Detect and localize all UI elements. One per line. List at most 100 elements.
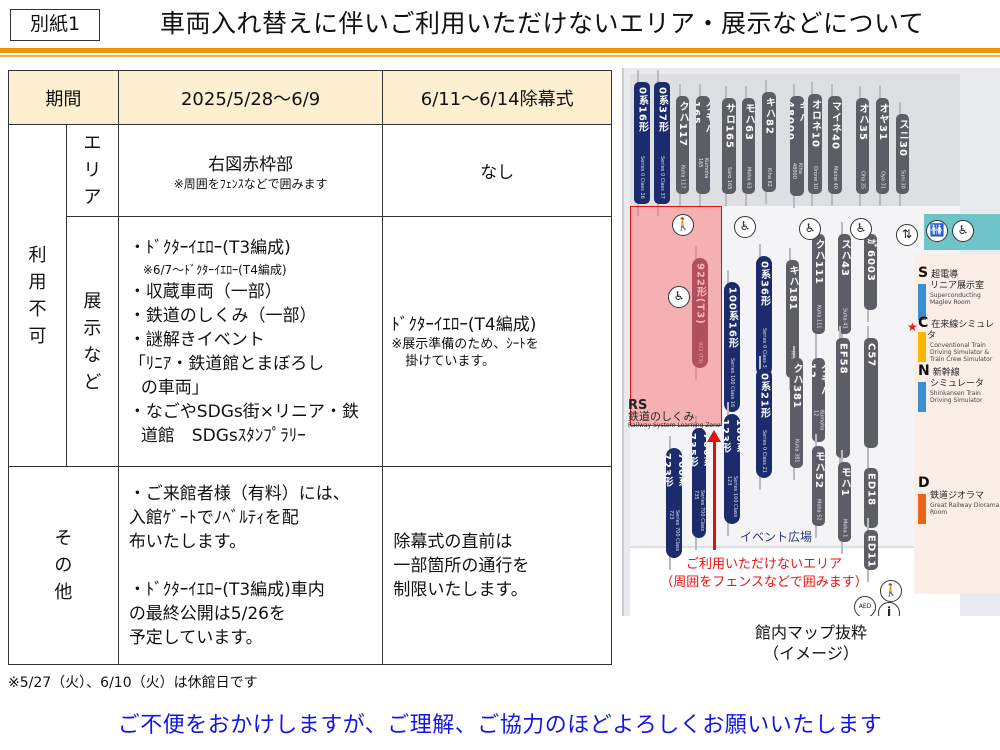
- restriction-table: 期間 2025/5/28～6/9 6/11～6/14除幕式 利 用 不 可 エ …: [8, 70, 612, 665]
- restroom-icon: 🚻: [926, 220, 948, 242]
- unavailable-group-label: 利 用 不 可: [8, 124, 67, 467]
- restricted-area-label: ご利用いただけないエリア: [685, 557, 842, 572]
- car-name: モハ63: [743, 103, 754, 141]
- accessible-restroom-icon: ♿: [952, 220, 974, 242]
- car-name: 0系21形: [758, 373, 770, 419]
- top-car: キハ48000Kiha 48000: [790, 96, 804, 196]
- arrow-icon: [707, 430, 721, 442]
- car-name: キハ181: [787, 265, 798, 311]
- rs-zone-label: RS 鉄道のしくみ Railway System Learning Zone: [628, 398, 721, 429]
- list-item: ・謎解きイベント: [128, 329, 265, 350]
- car-name-en: Series 0 Class 16: [639, 156, 645, 199]
- car-name-en: Moha 1: [841, 518, 848, 537]
- wheelchair-icon: ♿: [668, 286, 690, 308]
- car-name-en: Series 100 Class 16: [729, 357, 735, 407]
- area-main-text: 右図赤枠部: [208, 154, 294, 175]
- car-name: EF58: [837, 343, 849, 375]
- car-name: 700系723形: [666, 453, 682, 488]
- info-icon: i: [878, 602, 900, 616]
- car-name: オロネ10: [809, 99, 821, 148]
- car-name-en: Oha 35: [859, 170, 866, 189]
- exhibit-b-note-cont: 掛けています。: [405, 353, 496, 369]
- car-name: 100系16形: [726, 287, 738, 349]
- car-name: C57: [865, 343, 877, 368]
- car-name: クモハ12: [812, 363, 825, 396]
- car-name-en: Saro 165: [726, 166, 732, 189]
- exhibit-period-b: ﾄﾞｸﾀｰｲｴﾛｰ(T4編成) ※展示準備のため、ｼｰﾄを 掛けています。: [382, 216, 612, 467]
- stroller-icon: 🚶: [672, 214, 694, 236]
- table-row-other: そ の 他 ・ご来館者様（有料）には、 入館ｹﾞｰﾄでﾉﾍﾞﾙﾃｨを配 布いたし…: [8, 466, 612, 665]
- wheelchair-icon: ♿: [850, 218, 872, 240]
- car-name: マイネ40: [829, 101, 841, 150]
- exhibit-b-note: ※展示準備のため、ｼｰﾄを: [391, 336, 539, 352]
- car-name-en: Series 700 Class 735: [693, 490, 705, 532]
- list-item: ・鉄道のしくみ（一部）: [128, 305, 317, 326]
- car-name: モハ52: [813, 451, 824, 489]
- title-divider-thin: [0, 55, 1000, 57]
- car-name-en: Kuha 381: [793, 439, 800, 463]
- car-name: 100系123形: [724, 419, 740, 454]
- car-name: ED18: [865, 473, 877, 507]
- title-divider: [0, 48, 1000, 53]
- other-row-label: そ の 他: [8, 466, 119, 665]
- table-header-row: 期間 2025/5/28～6/9 6/11～6/14除幕式: [8, 70, 612, 125]
- car-name-en: Orone 10: [812, 165, 818, 189]
- aed-icon: AED: [854, 596, 876, 616]
- list-item-cont: 「ﾘﾆｱ・鉄道館とまぼろし: [128, 353, 325, 374]
- car-name: サロ165: [723, 103, 735, 149]
- car-name: 0系16形: [636, 87, 648, 133]
- area-row-label: エ リ ア: [65, 124, 119, 217]
- event-plaza-area: [630, 548, 960, 616]
- car-name: キハ48000: [790, 101, 804, 141]
- exhibit-period-a: ・ﾄﾞｸﾀｰｲｴﾛｰ(T3編成) ※6/7～ﾄﾞｸﾀｰｲｴﾛｰ(T4編成) ・収…: [117, 216, 384, 467]
- wheelchair-icon: ♿: [734, 216, 756, 238]
- table-row-area: 利 用 不 可 エ リ ア 右図赤枠部 ※周囲をﾌｪﾝｽなどで囲みます なし: [8, 124, 612, 467]
- car-name-en: Series 0 Class 37: [659, 156, 665, 199]
- car-name-en: Suni 30: [899, 170, 906, 189]
- table-row-exhibits: 展 示 な ど ・ﾄﾞｸﾀｰｲｴﾛｰ(T3編成) ※6/7～ﾄﾞｸﾀｰｲｴﾛｰ(…: [9, 216, 612, 467]
- car-name-en: Moha 52: [815, 499, 822, 521]
- low-car: ED11: [864, 530, 878, 570]
- wheelchair-icon: ♿: [799, 218, 821, 240]
- other-b-line: 除幕式の直前は: [393, 531, 513, 552]
- car-name-en: Moha 63: [745, 167, 752, 189]
- top-car: クモハ165Kumoha 165: [696, 96, 710, 194]
- other-period-a: ・ご来館者様（有料）には、 入館ｹﾞｰﾄでﾉﾍﾞﾙﾃｨを配 布いたします。 ・ﾄ…: [117, 466, 384, 665]
- other-a-line: 予定しています。: [128, 627, 263, 648]
- other-a-line: 入館ｹﾞｰﾄでﾉﾍﾞﾙﾃｨを配: [128, 507, 299, 528]
- car-name: ED11: [865, 535, 877, 569]
- other-a-line: 布いたします。: [128, 531, 247, 552]
- stroller-icon: 🚶: [880, 580, 902, 602]
- mid-car: 100系16形 Series 100 Class 16: [724, 282, 740, 412]
- list-item: ・ﾄﾞｸﾀｰｲｴﾛｰ(T3編成): [128, 237, 291, 258]
- other-a-line: ・ﾄﾞｸﾀｰｲｴﾛｰ(T3編成)車内: [128, 579, 325, 600]
- car-name-en: Kuha 117: [679, 165, 686, 189]
- low-car: クモハ12Kumoha 12: [812, 358, 825, 442]
- other-a-line: の最終公開は5/26を: [128, 603, 286, 624]
- period-b-header: 6/11～6/14除幕式: [382, 70, 612, 125]
- car-name: キハ82: [763, 97, 775, 135]
- elevator-icon: ⇅: [896, 224, 918, 246]
- exhibit-b-main: ﾄﾞｸﾀｰｲｴﾛｰ(T4編成): [391, 314, 537, 335]
- car-name: クハ117: [677, 101, 688, 147]
- car-name-en: Kumoha 165: [697, 157, 709, 179]
- top-car: 0系16形 Series 0 Class 16: [634, 82, 650, 204]
- map-caption: 館内マップ抜粋 （イメージ）: [622, 622, 1000, 664]
- car-name-en: Kuha 111: [815, 305, 822, 329]
